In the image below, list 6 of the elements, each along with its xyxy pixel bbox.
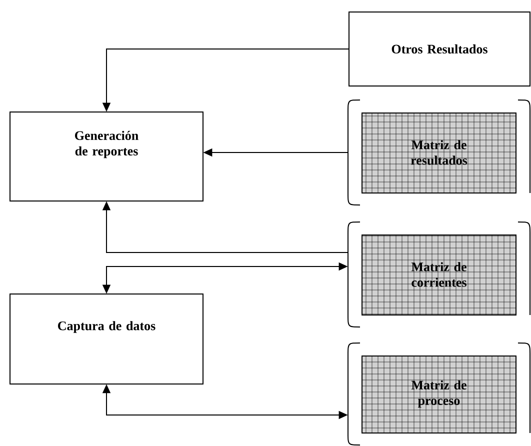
process-box: Captura de datos (10, 293, 204, 384)
process-box: Otros Resultados (348, 12, 530, 86)
process-box: Generación de reportes (10, 112, 204, 202)
matrix-panel: Matriz de corrientes (348, 222, 530, 328)
matrix-panel: Matriz de proceso (348, 342, 530, 446)
matrix-panel: Matriz de resultados (348, 100, 530, 206)
